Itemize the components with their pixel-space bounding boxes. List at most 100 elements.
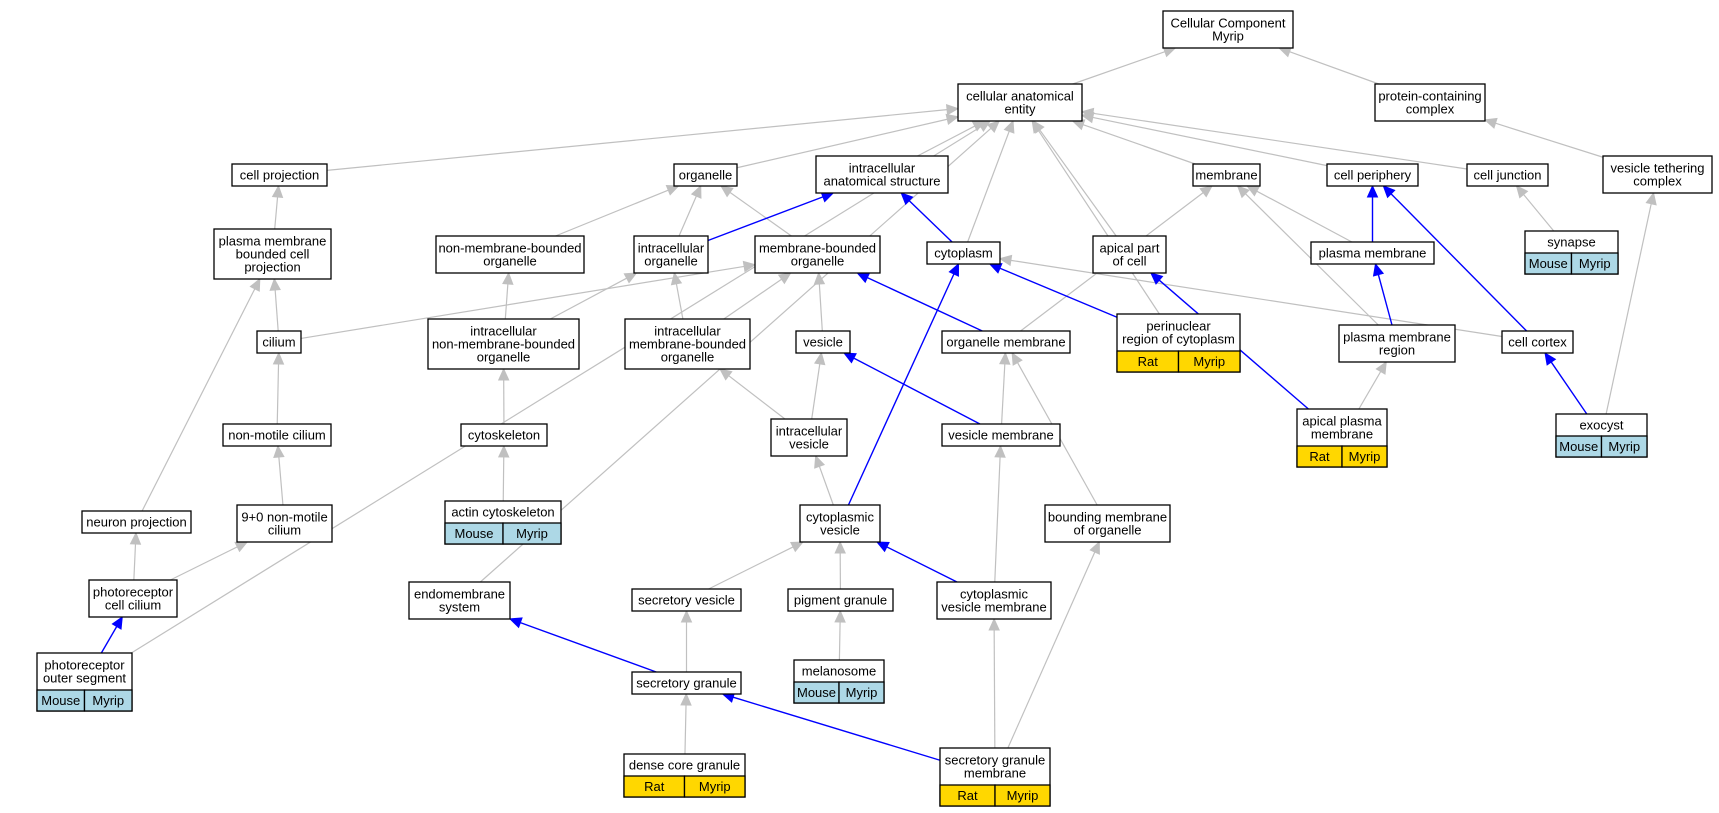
term-node-secves[interactable]: secretory vesicle <box>631 588 742 612</box>
term-node-secgran[interactable]: secretory granule <box>631 671 742 695</box>
edge-arrowhead <box>1645 191 1657 206</box>
term-label: organelle <box>483 254 537 269</box>
term-node-nmc[interactable]: non-motile cilium <box>222 423 332 447</box>
term-box <box>787 588 894 612</box>
term-box <box>1162 10 1294 49</box>
term-label: bounding membrane <box>1048 510 1167 525</box>
term-label: cytoplasmic <box>806 510 874 525</box>
term-label: vesicle <box>789 437 829 452</box>
term-node-pigment[interactable]: pigment granule <box>787 588 894 612</box>
term-node-neuron[interactable]: neuron projection <box>81 510 192 534</box>
edge-exocyst-to-vtc <box>1605 191 1657 415</box>
term-node-vesicle[interactable]: vesicle <box>795 330 851 354</box>
term-label: cell projection <box>240 168 320 183</box>
term-node-cellproj[interactable]: cell projection <box>231 163 328 187</box>
term-box <box>624 318 751 370</box>
edge-arrowhead <box>1031 119 1044 134</box>
term-box <box>231 163 328 187</box>
edge-arrowhead <box>670 271 683 286</box>
term-label: dense core granule <box>629 758 740 773</box>
edge-line <box>853 357 981 425</box>
gene-tag-cell <box>1177 350 1241 373</box>
term-node-cilium[interactable]: cilium <box>256 330 302 354</box>
edge-arrowhead <box>900 192 914 206</box>
edge-arrowhead <box>502 271 514 285</box>
term-node-organelle[interactable]: organelle <box>673 163 738 187</box>
term-box <box>1044 504 1171 543</box>
term-label: cell periphery <box>1334 168 1412 183</box>
edge-vesmem-to-vesicle <box>842 352 981 425</box>
term-node-periph[interactable]: cell periphery <box>1326 163 1419 187</box>
term-label: cilium <box>268 523 301 538</box>
term-label: intracellular <box>638 241 705 256</box>
term-label: actin cytoskeleton <box>451 505 554 520</box>
term-label: entity <box>1004 102 1036 117</box>
term-node-cortex[interactable]: cell cortex <box>1501 330 1574 354</box>
gene-tag-cell <box>683 775 746 798</box>
edge-arrowhead <box>777 272 792 285</box>
edge-line <box>732 696 941 761</box>
term-box <box>941 423 1061 447</box>
term-node-plasmamem[interactable]: plasma membrane <box>1310 241 1435 265</box>
term-node-inmbo[interactable]: intracellularnon-membrane-boundedorganel… <box>427 318 580 370</box>
term-node-junction[interactable]: cell junction <box>1466 163 1549 187</box>
term-label: 9+0 non-motile <box>241 510 327 525</box>
edge-line <box>818 466 834 506</box>
edge-line <box>967 131 1010 243</box>
edge-layer <box>100 46 1657 761</box>
term-box <box>427 318 580 370</box>
term-label: perinuclear <box>1146 319 1211 334</box>
edge-vesicle-to-mbo <box>813 271 826 332</box>
edge-cytoplasm-to-cae <box>967 119 1015 243</box>
gene-tag-cell <box>1570 252 1619 275</box>
term-node-vesmem[interactable]: vesicle membrane <box>941 423 1061 447</box>
edge-arrowhead <box>1089 540 1100 555</box>
term-label: neuron projection <box>86 515 186 530</box>
edge-cae-to-root <box>1072 46 1177 85</box>
edge-arrowhead <box>986 120 1001 133</box>
term-label: complex <box>1406 102 1455 117</box>
term-box <box>673 163 738 187</box>
term-label: cilium <box>262 335 295 350</box>
term-box <box>236 504 333 543</box>
term-label: photoreceptor <box>93 585 174 600</box>
edge-imbo-to-mbo <box>723 272 792 320</box>
term-node-cytoplasm[interactable]: cytoplasm <box>926 241 1001 265</box>
term-node-orgmem[interactable]: organelle membrane <box>941 330 1071 354</box>
term-node-membrane[interactable]: membrane <box>1192 163 1261 187</box>
edge-arrowhead <box>1236 185 1250 199</box>
term-node-cytoskel[interactable]: cytoskeleton <box>460 423 548 447</box>
term-label: vesicle <box>820 523 860 538</box>
edge-synapse-to-junction <box>1515 185 1555 232</box>
gene-tag: Myrip <box>1193 354 1225 369</box>
term-box <box>631 671 742 695</box>
